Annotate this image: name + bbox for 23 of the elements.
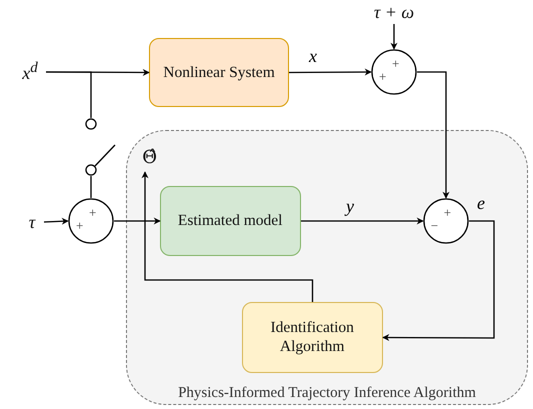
dashed-group-panel [126, 130, 528, 405]
process-box [160, 186, 301, 256]
group-title: Physics-Informed Trajectory Inference Algorithm [177, 385, 477, 402]
arrow [289, 68, 372, 76]
signal-label: τ + ω [360, 0, 428, 24]
sign-symbol: − [430, 218, 438, 232]
arrow [382, 220, 495, 342]
sign-symbol: + [76, 219, 84, 232]
process-box [149, 38, 289, 107]
arrow [114, 218, 161, 224]
arrow [301, 218, 424, 224]
arrow [142, 171, 314, 302]
arrow [417, 71, 450, 199]
arrow [390, 24, 398, 50]
process-box [242, 302, 383, 373]
arrow [44, 218, 69, 225]
sign-symbol: + [392, 57, 400, 70]
sign-symbol: + [379, 70, 386, 83]
signal-label: τ [20, 210, 44, 234]
signal-label: x$^{d}$ [14, 59, 46, 85]
sign-symbol: + [89, 206, 96, 219]
sign-symbol: + [444, 206, 452, 219]
signal-label: Θ̂ [136, 144, 164, 172]
